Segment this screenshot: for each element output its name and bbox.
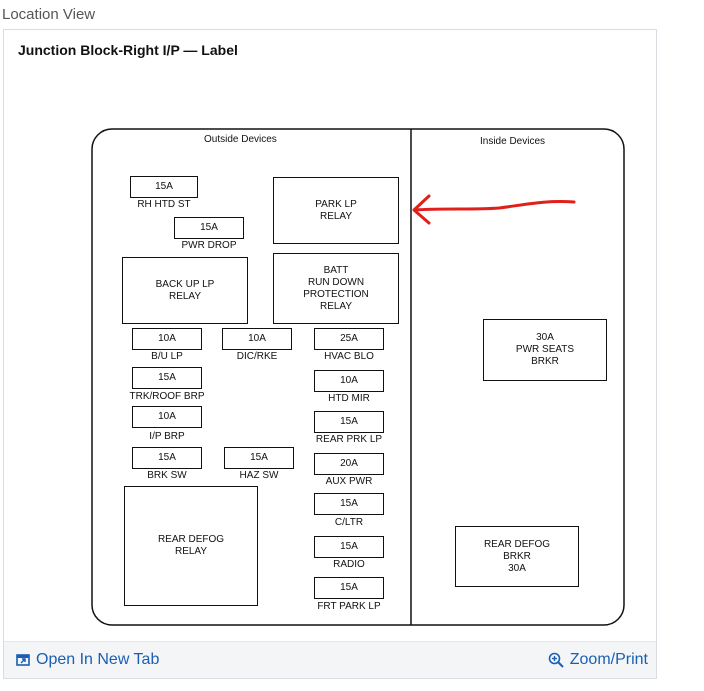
relay-line: REAR DEFOG xyxy=(157,534,225,545)
relay-park-lp: PARK LP RELAY xyxy=(273,177,399,244)
diagram-outline xyxy=(91,128,625,626)
fuse-brk-sw: 15A xyxy=(132,447,202,469)
fuse-trk-roof-brp: 15A xyxy=(132,367,202,389)
zoom-print-label: Zoom/Print xyxy=(569,651,648,668)
fuse-label: RADIO xyxy=(333,559,365,570)
fuse-label: DIC/RKE xyxy=(236,351,278,362)
fuse-rh-htd-st: 15A xyxy=(130,176,198,198)
fuse-bu-lp: 10A xyxy=(132,328,202,350)
fuse-label: BRK SW xyxy=(147,470,187,481)
relay-line: RELAY xyxy=(168,290,202,302)
relay-line: BACK UP LP xyxy=(155,278,215,290)
fuse-label: TRK/ROOF BRP xyxy=(129,391,205,402)
breaker-line: PWR SEATS xyxy=(515,344,575,355)
panel-title: Junction Block-Right I/P — Label xyxy=(18,42,238,58)
fuse-ip-brp: 10A xyxy=(132,406,202,428)
fuse-label: PWR DROP xyxy=(181,240,237,251)
relay-line: PROTECTION xyxy=(303,288,369,300)
fuse-label: FRT PARK LP xyxy=(317,601,381,612)
relay-line: RELAY xyxy=(319,210,353,222)
relay-rear-defog: REAR DEFOG RELAY xyxy=(124,486,258,606)
fuse-label: B/U LP xyxy=(151,351,183,362)
fuse-hvac-blo: 25A xyxy=(314,328,384,350)
relay-line: PARK LP xyxy=(315,198,357,210)
panel-footer: Open In New Tab Zoom/Print xyxy=(4,641,656,678)
fuse-frt-park-lp: 15A xyxy=(314,577,384,599)
location-view-heading: Location View xyxy=(2,6,96,23)
fuse-aux-pwr: 20A xyxy=(314,453,384,475)
fuse-radio: 15A xyxy=(314,536,384,558)
relay-line: RUN DOWN xyxy=(307,276,365,288)
fuse-label: RH HTD ST xyxy=(137,199,191,210)
relay-back-up-lp: BACK UP LP RELAY xyxy=(122,257,248,324)
zoom-print-link[interactable]: Zoom/Print xyxy=(548,651,648,669)
red-arrow-icon xyxy=(413,200,576,212)
location-panel: Junction Block-Right I/P — Label Outside… xyxy=(3,29,657,679)
fuse-htd-mir: 10A xyxy=(314,370,384,392)
fuse-pwr-drop: 15A xyxy=(174,217,244,239)
fuse-label: I/P BRP xyxy=(149,431,185,442)
fuse-label: C/LTR xyxy=(334,517,364,528)
breaker-line: BRKR xyxy=(531,356,559,367)
relay-line: RELAY xyxy=(319,300,353,312)
fuse-label: HVAC BLO xyxy=(324,351,374,362)
breaker-line: 30A xyxy=(536,332,554,343)
zoom-icon xyxy=(548,652,564,668)
breaker-line: BRKR xyxy=(503,550,531,562)
fuse-label: REAR PRK LP xyxy=(315,434,383,445)
fuse-label: AUX PWR xyxy=(325,476,373,487)
breaker-rear-defog: REAR DEFOG BRKR 30A xyxy=(455,526,579,587)
open-tab-icon xyxy=(16,654,30,666)
fuse-dic-rke: 10A xyxy=(222,328,292,350)
breaker-pwr-seats: 30A PWR SEATS BRKR xyxy=(483,319,607,381)
relay-line: BATT xyxy=(323,264,349,276)
fuse-label: HTD MIR xyxy=(328,393,370,404)
open-new-tab-label: Open In New Tab xyxy=(36,651,160,668)
breaker-line: 30A xyxy=(508,562,526,574)
fuse-c-ltr: 15A xyxy=(314,493,384,515)
fuse-haz-sw: 15A xyxy=(224,447,294,469)
fuse-rear-prk-lp: 15A xyxy=(314,411,384,433)
open-new-tab-link[interactable]: Open In New Tab xyxy=(16,651,159,669)
fuse-label: HAZ SW xyxy=(239,470,279,481)
relay-batt-run-down: BATT RUN DOWN PROTECTION RELAY xyxy=(273,253,399,324)
breaker-line: REAR DEFOG xyxy=(483,538,551,550)
relay-line: RELAY xyxy=(174,546,208,557)
outside-devices-header: Outside Devices xyxy=(204,134,277,145)
inside-devices-header: Inside Devices xyxy=(480,136,546,147)
